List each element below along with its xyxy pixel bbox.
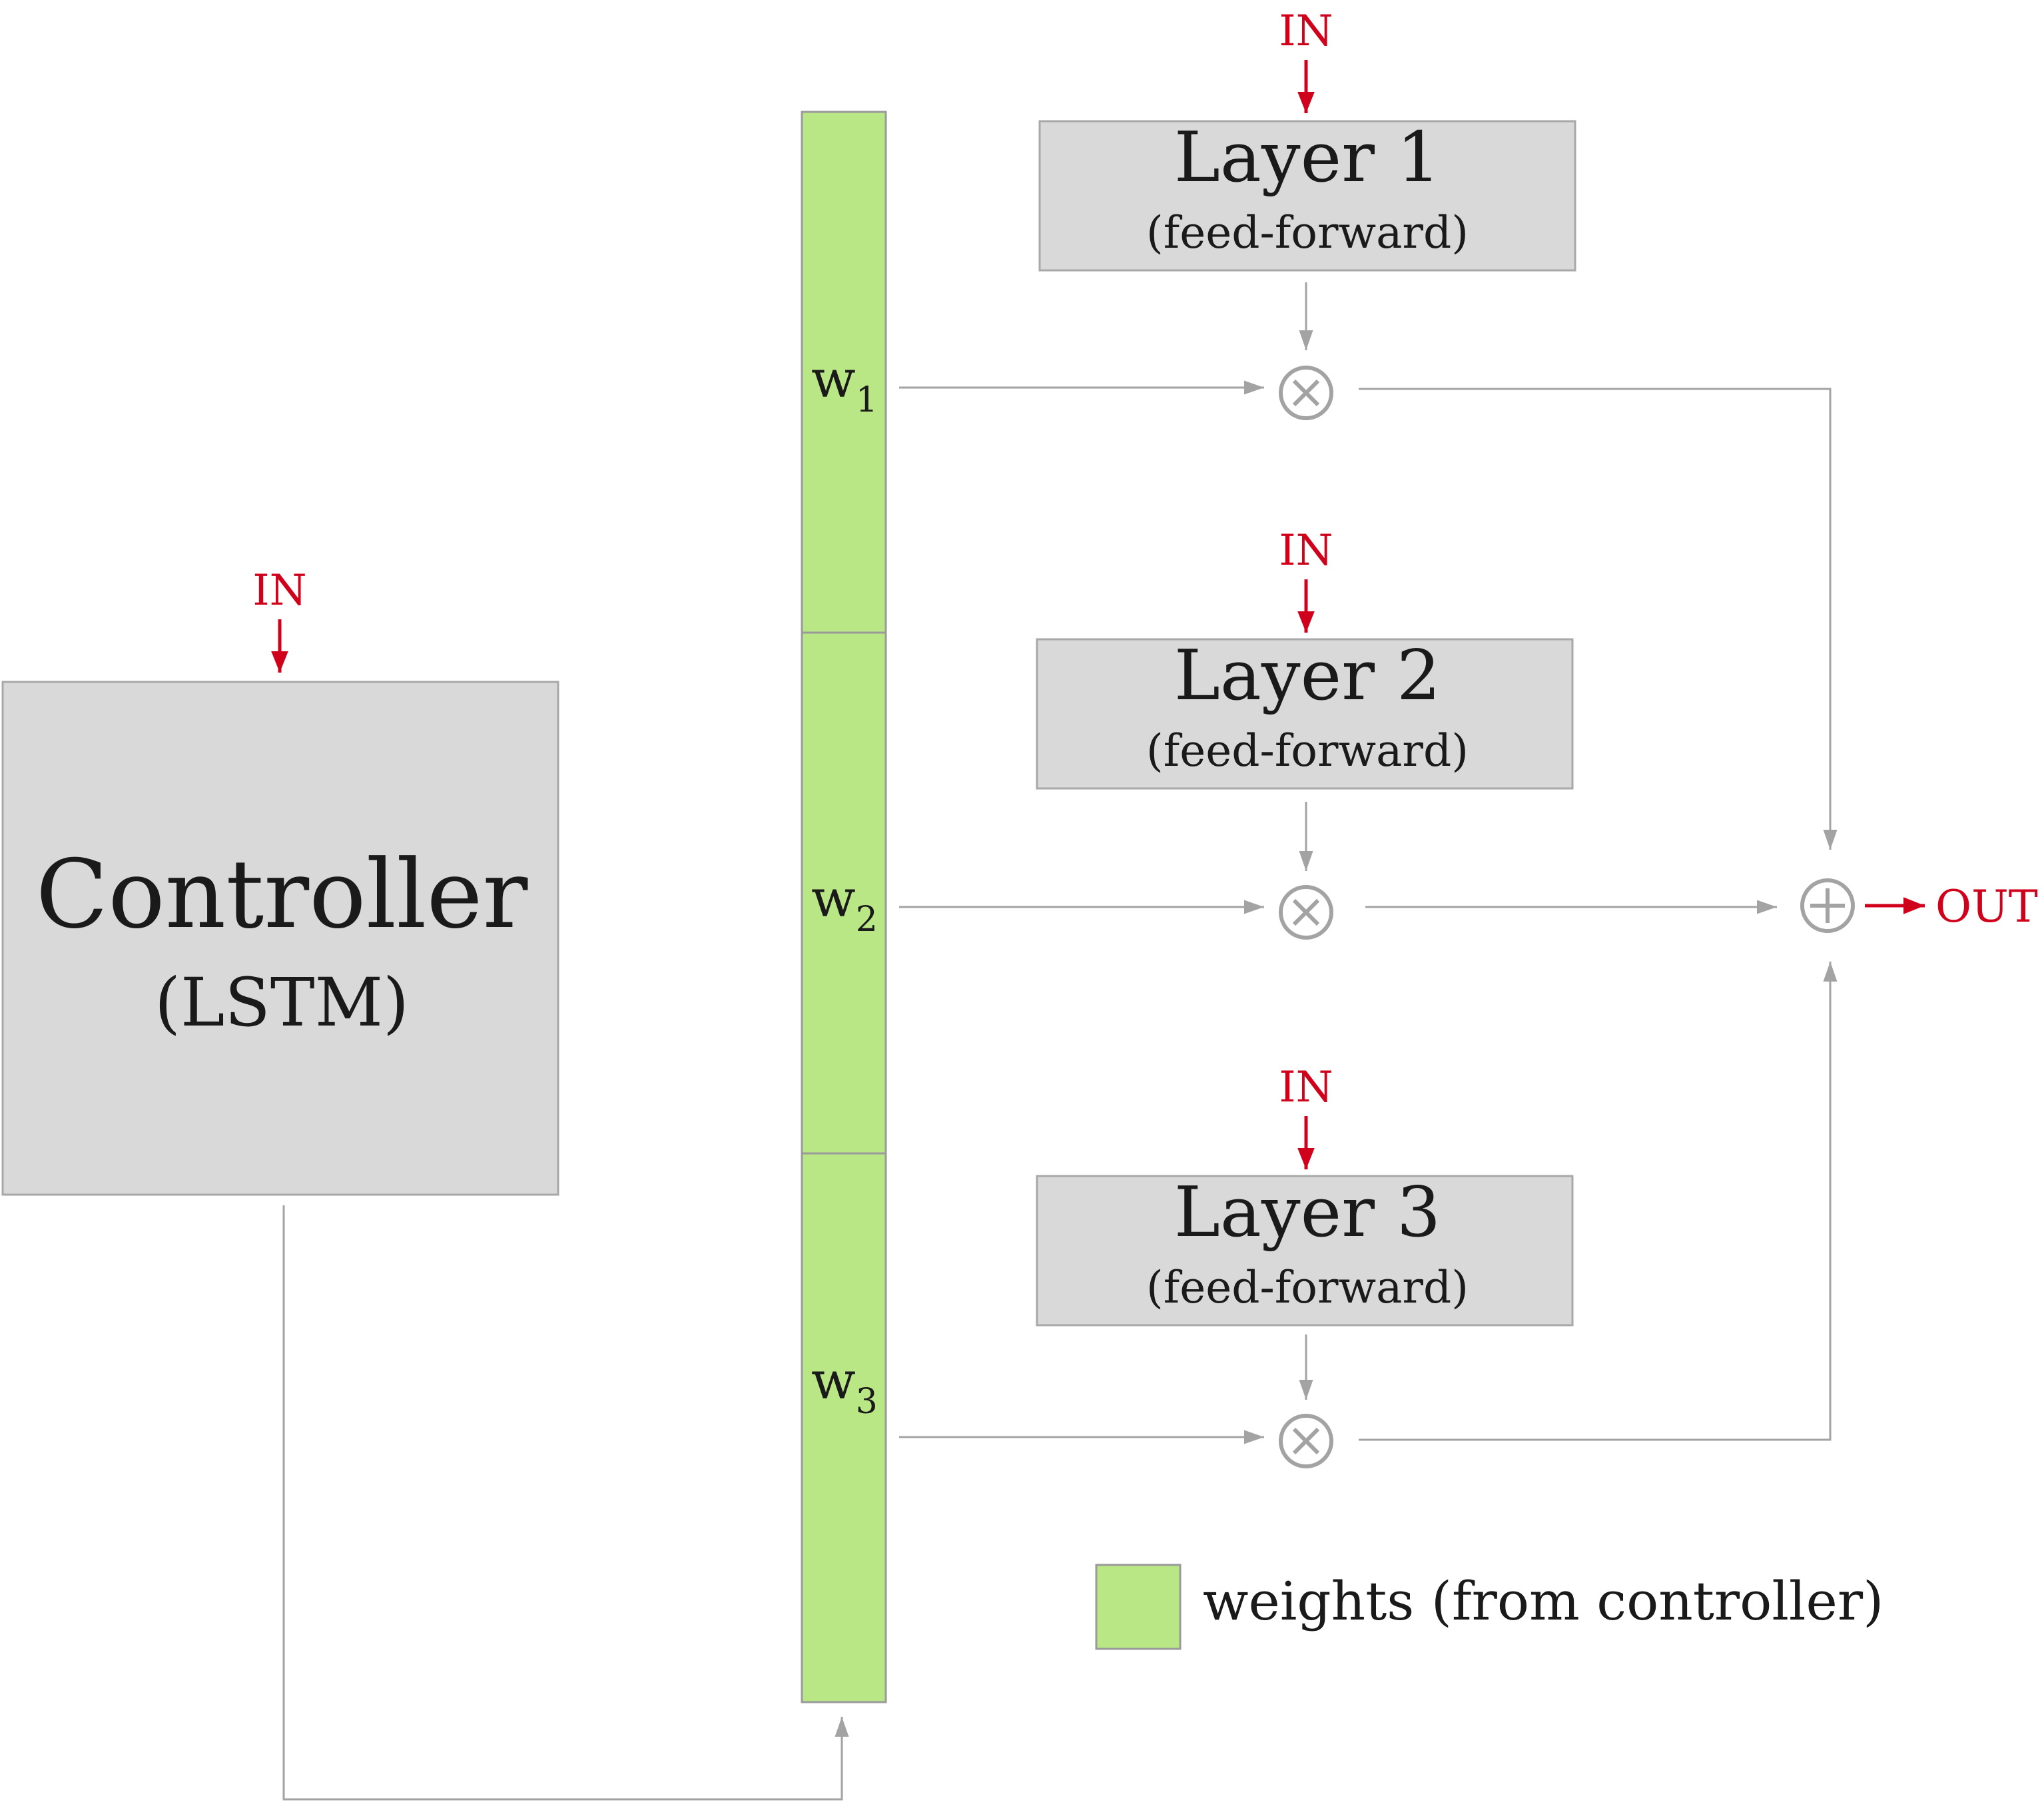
- layer-2-subtitle: (feed-forward): [1146, 725, 1469, 776]
- layer-3-subtitle: (feed-forward): [1146, 1262, 1469, 1313]
- layer-1-input-label: IN: [1279, 7, 1333, 56]
- weight-label-w2: w2: [811, 869, 878, 940]
- weight-label-w1-base: w: [811, 350, 856, 410]
- multiply-2: [1279, 885, 1333, 940]
- output-label: OUT: [1935, 881, 2038, 932]
- controller-box: [1, 681, 559, 1196]
- layer-3-input-label: IN: [1279, 1063, 1333, 1112]
- weight-segment-w3: [801, 1152, 887, 1703]
- weight-label-w3-sub: 3: [856, 1382, 878, 1422]
- layer-1-block: IN Layer 1 (feed-forward): [899, 7, 1838, 850]
- controller-subtitle: (LSTM): [155, 964, 409, 1042]
- multiply-1-to-sum-connector: [1359, 388, 1838, 850]
- weights-column: w1 w2 w3: [801, 111, 887, 1703]
- controller-block: IN Controller (LSTM): [1, 566, 559, 1196]
- weight-label-w1: w1: [811, 350, 878, 420]
- weight-label-w2-base: w: [811, 869, 856, 929]
- layer-2-box: [1036, 638, 1574, 790]
- times-glyph-b: [1292, 898, 1320, 926]
- layer-2-title: Layer 2: [1174, 635, 1441, 716]
- multiply-3: [1279, 1414, 1333, 1468]
- layer-3-box: [1036, 1175, 1574, 1327]
- layer-2-block: IN Layer 2 (feed-forward): [899, 526, 1777, 940]
- layer-3-block: IN Layer 3 (feed-forward): [899, 962, 1838, 1468]
- controller-title: Controller: [36, 840, 528, 950]
- circled-times-icon: [1279, 1414, 1333, 1468]
- weight-segment-w1: [801, 111, 887, 634]
- layer-3-title: Layer 3: [1174, 1171, 1441, 1253]
- layer-1-box: [1038, 120, 1576, 272]
- legend-label: weights (from controller): [1203, 1570, 1883, 1632]
- circled-times-icon: [1279, 885, 1333, 940]
- times-glyph-b: [1292, 379, 1320, 407]
- times-glyph-b: [1292, 1427, 1320, 1455]
- weight-label-w3: w3: [811, 1351, 878, 1422]
- weight-label-w2-sub: 2: [856, 900, 878, 940]
- weight-label-w3-base: w: [811, 1351, 856, 1411]
- circled-times-icon: [1279, 366, 1333, 420]
- layer-2-input-label: IN: [1279, 526, 1333, 575]
- circled-plus-icon: [1800, 878, 1855, 933]
- multiply-1: [1279, 366, 1333, 420]
- layer-1-subtitle: (feed-forward): [1146, 207, 1469, 258]
- layer-1-title: Layer 1: [1174, 117, 1441, 198]
- sum-node: [1800, 878, 1855, 933]
- controller-input-label: IN: [252, 566, 306, 615]
- legend: weights (from controller): [1095, 1564, 1883, 1650]
- controller-to-weights-connector: [282, 1205, 849, 1801]
- multiply-3-to-sum-connector: [1359, 962, 1838, 1441]
- legend-swatch: [1095, 1564, 1182, 1650]
- weight-label-w1-sub: 1: [856, 380, 878, 420]
